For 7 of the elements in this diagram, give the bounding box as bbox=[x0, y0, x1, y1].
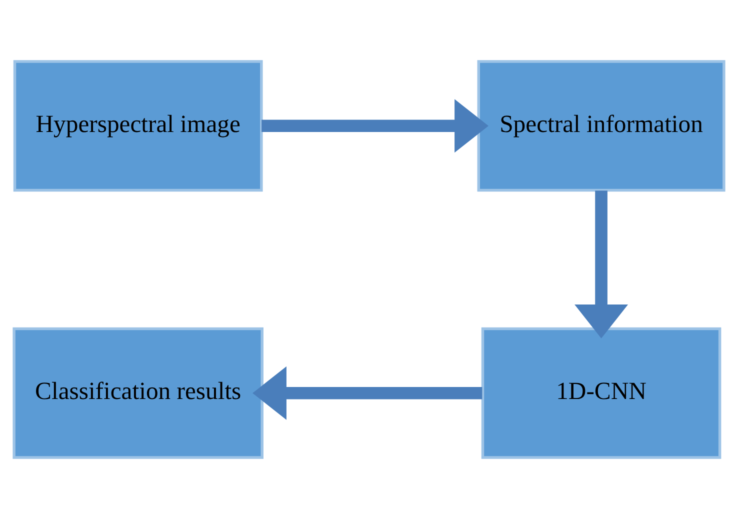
node-box: Hyperspectral image bbox=[13, 60, 263, 192]
arrow bbox=[252, 366, 482, 420]
arrow bbox=[262, 98, 488, 152]
arrow bbox=[574, 190, 628, 338]
node-box: 1D-CNN bbox=[481, 326, 722, 458]
node-box: Spectral information bbox=[477, 60, 726, 192]
node-box: Classification results bbox=[12, 326, 264, 458]
